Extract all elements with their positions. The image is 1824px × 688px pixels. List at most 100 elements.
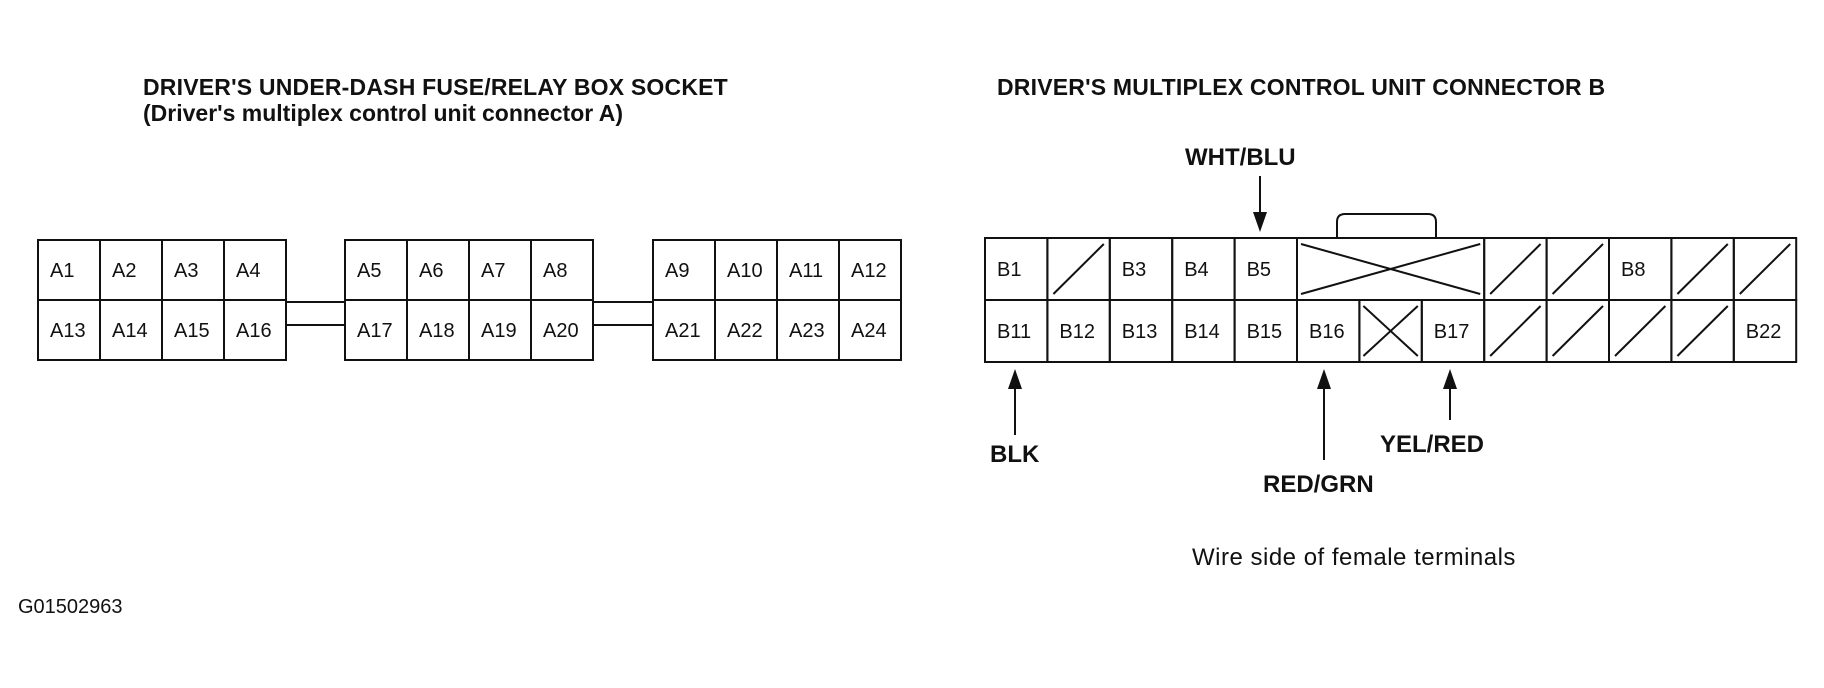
terminal-a12: A12 [838, 239, 902, 301]
terminal-a4: A4 [223, 239, 287, 301]
terminal-a6: A6 [406, 239, 470, 301]
svg-text:B8: B8 [1621, 259, 1645, 281]
arrow-blk [1008, 369, 1022, 435]
svg-text:A3: A3 [174, 260, 198, 282]
svg-text:B14: B14 [1184, 321, 1220, 343]
svg-text:A4: A4 [236, 260, 260, 282]
svg-text:A14: A14 [112, 320, 148, 342]
terminal-b11: B11 [984, 299, 1049, 363]
terminal-b17: B17 [1420, 299, 1486, 363]
terminal-a2: A2 [99, 239, 163, 301]
svg-text:A9: A9 [665, 260, 689, 282]
svg-text:B11: B11 [997, 321, 1031, 343]
terminal-blank-top-10 [1670, 237, 1735, 301]
connector-a-link-1 [285, 301, 345, 326]
arrow-wht-blu [1253, 176, 1267, 232]
terminal-a5: A5 [344, 239, 408, 301]
wire-label-wht-blu: WHT/BLU [1185, 144, 1296, 171]
left-connector-subtitle: (Driver's multiplex control unit connect… [143, 100, 624, 126]
svg-text:B13: B13 [1122, 321, 1158, 343]
terminal-b15: B15 [1233, 299, 1298, 363]
wire-label-blk: BLK [990, 441, 1040, 468]
terminal-b8: B8 [1608, 237, 1673, 301]
svg-text:B17: B17 [1434, 321, 1470, 343]
svg-text:A8: A8 [543, 260, 567, 282]
svg-text:A11: A11 [789, 260, 823, 282]
terminal-a16: A16 [223, 299, 287, 361]
svg-text:A2: A2 [112, 260, 136, 282]
terminal-blank-bottom-10 [1545, 299, 1610, 363]
terminal-blank-top-7 [1483, 237, 1548, 301]
terminal-blank-bottom-12 [1670, 299, 1735, 363]
terminal-a7: A7 [468, 239, 532, 301]
wire-label-red-grn: RED/GRN [1263, 471, 1374, 498]
terminal-blank-top-8 [1545, 237, 1610, 301]
svg-text:A23: A23 [789, 320, 825, 342]
svg-text:A19: A19 [481, 320, 517, 342]
terminal-b13: B13 [1108, 299, 1174, 363]
left-connector-title: DRIVER'S UNDER-DASH FUSE/RELAY BOX SOCKE… [143, 74, 728, 100]
terminal-a3: A3 [161, 239, 225, 301]
connector-b-latch [1336, 213, 1437, 238]
svg-text:B3: B3 [1122, 259, 1146, 281]
terminal-a19: A19 [468, 299, 532, 361]
terminal-b22: B22 [1732, 299, 1798, 363]
svg-text:B12: B12 [1059, 321, 1095, 343]
terminal-a13: A13 [37, 299, 101, 361]
terminal-a14: A14 [99, 299, 163, 361]
wire-side-note: Wire side of female terminals [1192, 544, 1516, 571]
svg-text:A24: A24 [851, 320, 887, 342]
terminal-b5: B5 [1233, 237, 1298, 301]
terminal-b3: B3 [1108, 237, 1174, 301]
terminal-a21: A21 [652, 299, 716, 361]
terminal-a1: A1 [37, 239, 101, 301]
arrow-red-grn [1317, 369, 1331, 460]
terminal-blank-top-6 [1296, 237, 1486, 301]
connector-a-link-2 [593, 301, 653, 326]
terminal-b12: B12 [1046, 299, 1111, 363]
figure-code: G01502963 [18, 596, 123, 618]
svg-text:A15: A15 [174, 320, 210, 342]
terminal-a18: A18 [406, 299, 470, 361]
terminal-blank-bottom-9 [1483, 299, 1548, 363]
svg-text:A17: A17 [357, 320, 393, 342]
svg-text:B15: B15 [1247, 321, 1283, 343]
terminal-blank-top-2 [1046, 237, 1111, 301]
terminal-a20: A20 [530, 299, 594, 361]
terminal-a24: A24 [838, 299, 902, 361]
svg-text:B4: B4 [1184, 259, 1208, 281]
terminal-a17: A17 [344, 299, 408, 361]
svg-text:A18: A18 [419, 320, 455, 342]
svg-text:A10: A10 [727, 260, 763, 282]
terminal-blank-bottom-7 [1358, 299, 1423, 363]
svg-text:A22: A22 [727, 320, 763, 342]
svg-text:A6: A6 [419, 260, 443, 282]
svg-text:A20: A20 [543, 320, 579, 342]
svg-text:B5: B5 [1247, 259, 1271, 281]
svg-text:A1: A1 [50, 260, 74, 282]
svg-text:A16: A16 [236, 320, 272, 342]
svg-text:B1: B1 [997, 259, 1021, 281]
terminal-a23: A23 [776, 299, 840, 361]
right-connector-title: DRIVER'S MULTIPLEX CONTROL UNIT CONNECTO… [997, 74, 1606, 100]
wire-label-yel-red: YEL/RED [1380, 431, 1485, 458]
svg-text:B16: B16 [1309, 321, 1345, 343]
terminal-blank-top-11 [1732, 237, 1798, 301]
svg-text:A13: A13 [50, 320, 86, 342]
svg-text:A5: A5 [357, 260, 381, 282]
terminal-a8: A8 [530, 239, 594, 301]
svg-text:B22: B22 [1746, 321, 1782, 343]
svg-text:A12: A12 [851, 260, 887, 282]
svg-text:A7: A7 [481, 260, 505, 282]
terminal-a11: A11 [776, 239, 840, 301]
terminal-blank-bottom-11 [1608, 299, 1673, 363]
terminal-b16: B16 [1296, 299, 1361, 363]
terminal-b4: B4 [1171, 237, 1236, 301]
arrow-yel-red [1443, 369, 1457, 420]
